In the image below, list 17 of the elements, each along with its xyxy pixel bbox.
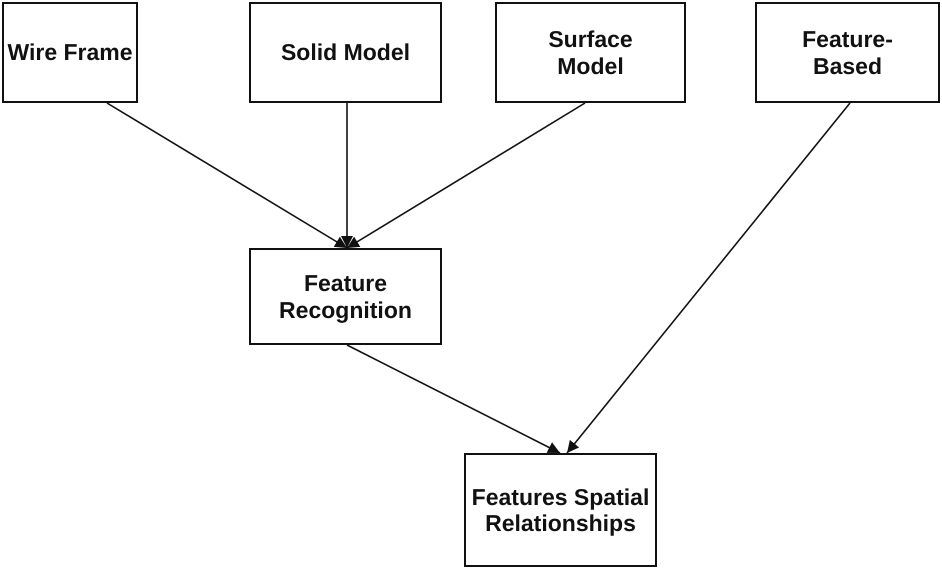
process-box bbox=[249, 2, 442, 103]
box-label: Surface Model bbox=[547, 26, 634, 79]
arrow bbox=[106, 102, 348, 249]
arrow bbox=[346, 102, 586, 249]
process-box bbox=[464, 453, 657, 567]
process-box bbox=[249, 248, 442, 345]
process-box bbox=[2, 2, 138, 103]
process-box bbox=[755, 2, 940, 103]
box-label: Solid Model bbox=[280, 39, 410, 66]
arrow bbox=[566, 102, 851, 454]
box-label: Features Spatial Relationships bbox=[470, 484, 650, 536]
arrow bbox=[341, 103, 353, 248]
box-label: Feature-Based bbox=[801, 26, 894, 79]
process-box bbox=[495, 2, 686, 103]
box-label: Feature Recognition bbox=[278, 270, 413, 323]
box-label: Wire Frame bbox=[7, 39, 133, 66]
arrow bbox=[346, 344, 560, 454]
